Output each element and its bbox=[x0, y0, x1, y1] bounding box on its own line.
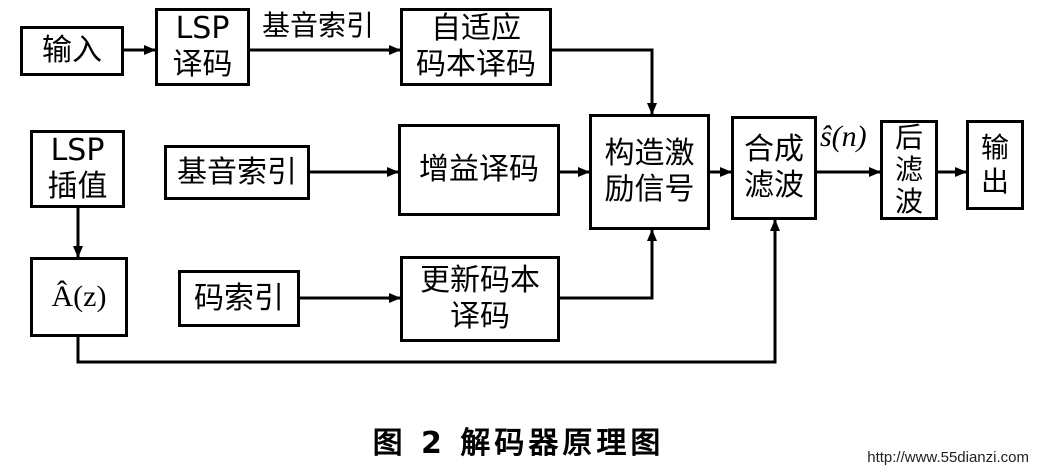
a-z-box: Â(z) bbox=[30, 257, 128, 337]
s-hat-n-label: ŝ(n) bbox=[820, 120, 867, 153]
update-codebook-decode-box: 更新码本 译码 bbox=[400, 256, 560, 342]
build-excitation-box: 构造激 励信号 bbox=[589, 114, 710, 230]
pitch-index-label: 基音索引 bbox=[262, 9, 375, 42]
pitch-index-box: 基音索引 bbox=[164, 145, 310, 200]
arrow-adaptive-to-excitation bbox=[552, 48, 657, 115]
gain-decode-box: 增益译码 bbox=[398, 124, 560, 216]
output-box: 输 出 bbox=[966, 120, 1024, 210]
synthesis-filter-box: 合成 滤波 bbox=[731, 116, 817, 220]
watermark: http://www.55dianzi.com bbox=[867, 449, 1029, 466]
lsp-decode-box: LSP 译码 bbox=[155, 8, 250, 86]
post-filter-box: 后 滤 波 bbox=[880, 120, 938, 220]
input-box: 输入 bbox=[20, 26, 124, 76]
lsp-interp-box: LSP 插值 bbox=[30, 130, 125, 208]
figure-caption: 图 2 解码器原理图 bbox=[372, 426, 665, 461]
arrow-update-to-excitation bbox=[560, 229, 657, 300]
arrow-az-to-synthesis bbox=[76, 219, 780, 364]
code-index-box: 码索引 bbox=[178, 270, 300, 327]
adaptive-codebook-decode-box: 自适应 码本译码 bbox=[400, 8, 552, 86]
